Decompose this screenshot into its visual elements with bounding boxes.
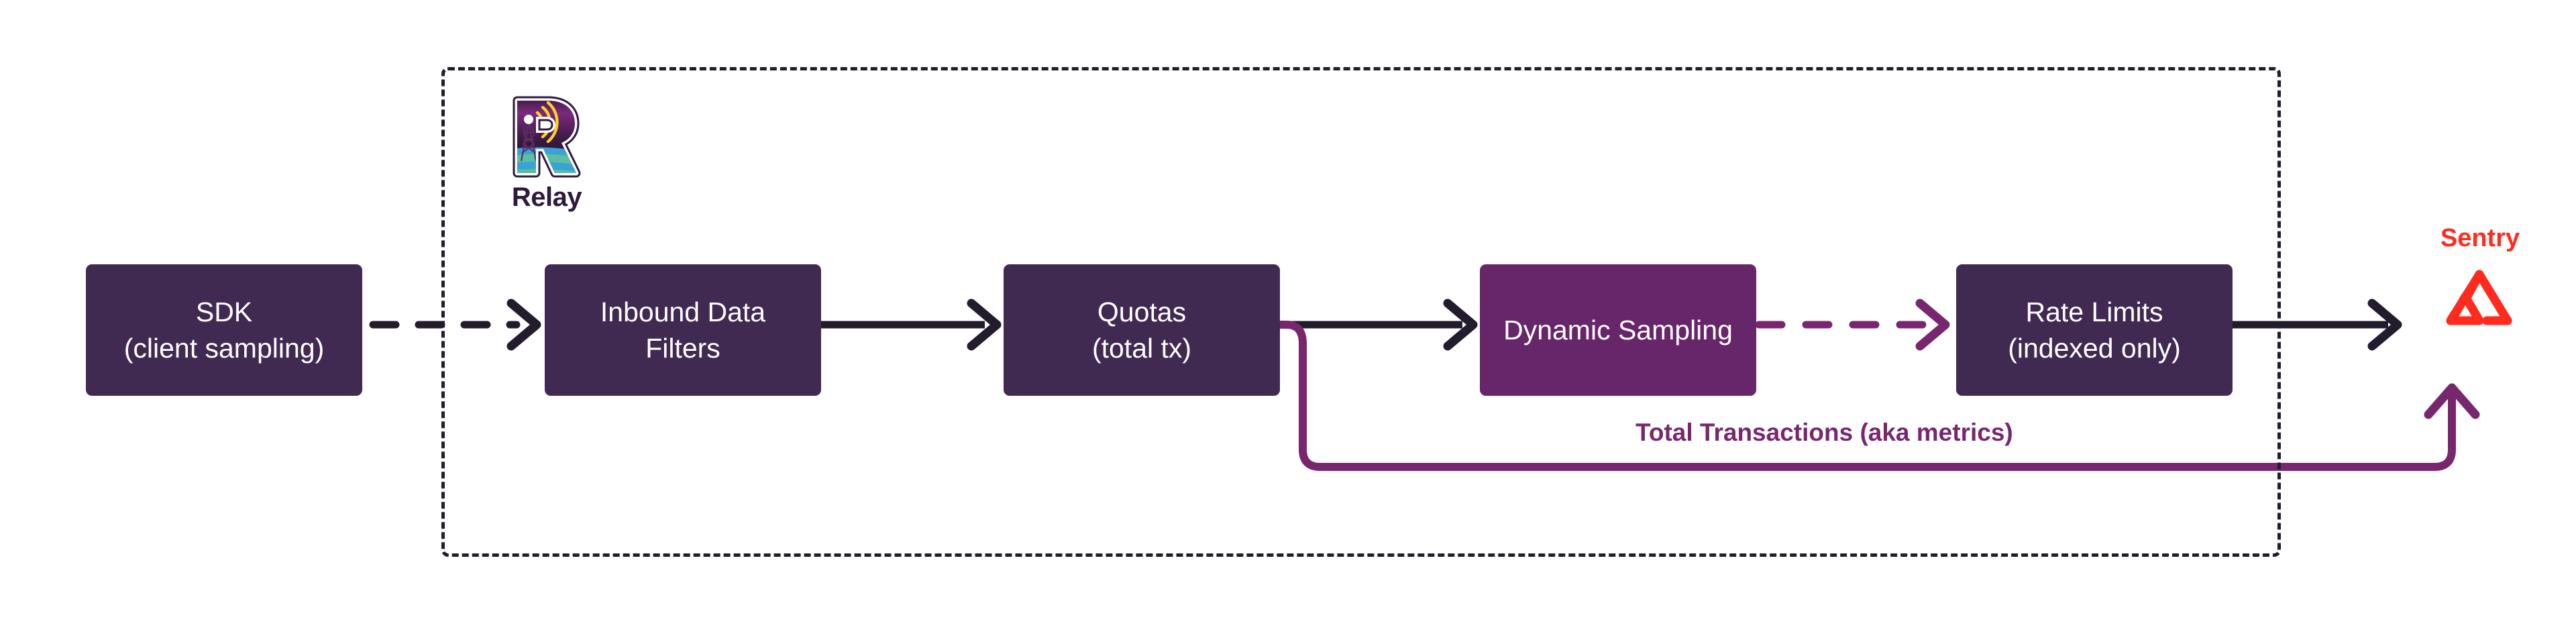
relay-boundary	[441, 67, 2281, 557]
total-transactions-label: Total Transactions (aka metrics)	[1635, 419, 2013, 446]
node-inbound-data-filters[interactable]: Inbound Data Filters	[545, 264, 821, 396]
node-dynamic-sampling[interactable]: Dynamic Sampling	[1480, 264, 1756, 396]
relay-label: Relay	[511, 182, 582, 212]
node-inbound-line1: Inbound Data	[600, 296, 766, 327]
node-inbound-line2: Filters	[645, 333, 720, 364]
node-sdk-line2: (client sampling)	[123, 333, 325, 364]
node-ratelimits-line1: Rate Limits	[2025, 296, 2163, 327]
node-ratelimits-line2: (indexed only)	[2008, 333, 2181, 364]
node-sdk[interactable]: SDK (client sampling)	[86, 264, 362, 396]
node-rate-limits[interactable]: Rate Limits (indexed only)	[1956, 264, 2233, 396]
relay-logo	[513, 96, 581, 178]
sentry-label: Sentry	[2440, 224, 2520, 252]
sentry-logo	[2446, 270, 2512, 325]
node-quotas-line2: (total tx)	[1091, 333, 1192, 364]
relay-logo-block: Relay	[476, 94, 617, 211]
node-quotas[interactable]: Quotas (total tx)	[1004, 264, 1280, 396]
sentry-logo-block: Sentry	[2410, 225, 2551, 326]
node-dynamic-line1: Dynamic Sampling	[1503, 314, 1733, 345]
node-sdk-line1: SDK	[195, 296, 253, 327]
node-quotas-line1: Quotas	[1097, 296, 1187, 327]
